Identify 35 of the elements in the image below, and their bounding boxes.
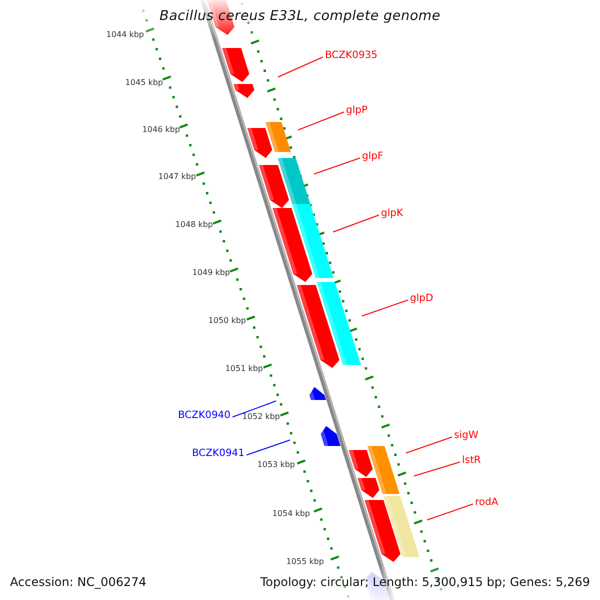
scale-label: 1045 kbp bbox=[124, 79, 163, 87]
gene-label: BCZK0935 bbox=[325, 51, 378, 61]
title: Bacillus cereus E33L, complete genome bbox=[160, 10, 440, 24]
leader-line bbox=[406, 436, 452, 454]
leader-line bbox=[314, 158, 360, 174]
gene-label: glpK bbox=[381, 209, 404, 219]
gene-label: lstR bbox=[462, 456, 481, 466]
scale-label: 1053 kbp bbox=[256, 461, 295, 469]
leader-line bbox=[426, 504, 474, 520]
accession-text: Accession: NC_006274 bbox=[10, 576, 146, 588]
scale-label: 1051 kbp bbox=[224, 365, 263, 373]
scale-label: 1048 kbp bbox=[174, 221, 213, 229]
gene-label: glpF bbox=[362, 152, 384, 162]
leader-line bbox=[298, 112, 344, 130]
scale-label: 1055 kbp bbox=[285, 558, 324, 566]
gene-label: sigW bbox=[454, 431, 478, 441]
scale-label: 1050 kbp bbox=[207, 317, 246, 325]
leader-line bbox=[414, 462, 460, 476]
gene-label: glpP bbox=[346, 106, 368, 116]
scale-label: 1047 kbp bbox=[157, 173, 196, 181]
leader-line bbox=[362, 300, 408, 316]
leader-line bbox=[278, 56, 324, 78]
gene-label: BCZK0940 bbox=[178, 411, 231, 421]
scale-label: 1044 kbp bbox=[105, 31, 144, 39]
genome-info-text: Topology: circular; Length: 5,300,915 bp; Genes: 5,269 bbox=[260, 576, 590, 588]
scale-label: 1046 kbp bbox=[141, 126, 180, 134]
scale-label: 1054 kbp bbox=[271, 510, 310, 518]
scale-label: 1052 kbp bbox=[241, 413, 280, 421]
leader-line bbox=[332, 214, 380, 232]
leader-line bbox=[232, 400, 276, 418]
scale-label: 1049 kbp bbox=[191, 269, 230, 277]
leader-line bbox=[246, 440, 290, 456]
gene-label: BCZK0941 bbox=[192, 449, 245, 459]
gene-label: glpD bbox=[410, 294, 434, 304]
gene-label: rodA bbox=[475, 498, 498, 508]
